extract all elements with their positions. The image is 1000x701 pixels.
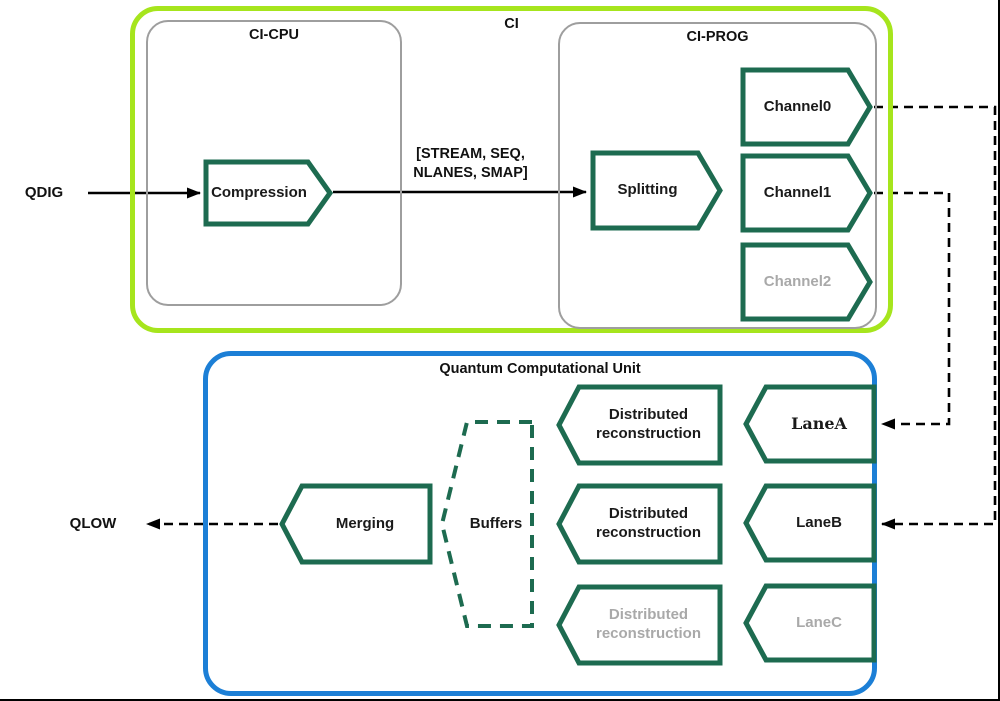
merging-node-label: Merging (335, 514, 395, 532)
laneC-node: LaneC (743, 583, 877, 663)
merging-node: Merging (279, 483, 433, 565)
ci-cpu-group-title: CI-CPU (249, 27, 299, 43)
chevron-left-shape (556, 384, 723, 466)
channel2-node-label: Channel2 (763, 272, 832, 290)
ci-group-box: CI (130, 6, 893, 333)
distributed-reconstruction-1-label: Distributed reconstruction (595, 406, 701, 442)
buffers-node-label: Buffers (469, 514, 523, 532)
chevron-left-shape (556, 584, 723, 666)
ci-group-title: CI (504, 16, 519, 32)
splitting-node-label: Splitting (617, 181, 678, 199)
distributed-reconstruction-1-node: Distributed reconstruction (556, 384, 723, 466)
dashed-buffer-shape (439, 420, 534, 628)
channel2-node: Channel2 (740, 242, 873, 322)
laneB-node-label: LaneB (796, 513, 842, 531)
ci-prog-group-box: CI-PROG (558, 22, 877, 329)
pentagon-right-shape (203, 159, 333, 227)
chevron-left-shape (279, 483, 433, 565)
distributed-reconstruction-3-label: Distributed reconstruction (595, 606, 701, 642)
channel1-node-label: Channel1 (763, 183, 832, 201)
laneA-node: LaneA (743, 384, 877, 464)
chevron-left-shape (743, 384, 877, 464)
buffers-node: Buffers (438, 418, 536, 630)
distributed-reconstruction-2-node: Distributed reconstruction (556, 483, 723, 565)
pentagon-right-shape (590, 150, 723, 231)
channel1-node: Channel1 (740, 153, 873, 233)
pentagon-right-shape (740, 242, 873, 322)
chevron-left-shape (556, 483, 723, 565)
pentagon-right-shape (740, 153, 873, 233)
ci-prog-group-title: CI-PROG (686, 29, 749, 45)
qlow-label: QLOW (69, 515, 117, 532)
ci-cpu-group-box: CI-CPU (146, 20, 402, 306)
compression-node: Compression (203, 159, 333, 227)
channel0-node-label: Channel0 (763, 97, 832, 115)
stream-params-edge-label: [STREAM, SEQ, NLANES, SMAP] (413, 146, 528, 181)
distributed-reconstruction-2-label: Distributed reconstruction (595, 505, 701, 541)
channel0-node: Channel0 (740, 67, 873, 147)
laneB-node: LaneB (743, 483, 877, 563)
laneC-node-label: LaneC (796, 613, 842, 631)
laneA-node-label: LaneA (791, 414, 847, 433)
compression-node-label: Compression (211, 183, 307, 201)
chevron-left-shape (743, 483, 877, 563)
qdig-label: QDIG (24, 184, 64, 201)
qcu-group-title: Quantum Computational Unit (439, 361, 641, 377)
pentagon-right-shape (740, 67, 873, 147)
splitting-node: Splitting (590, 150, 723, 231)
chevron-left-shape (743, 583, 877, 663)
distributed-reconstruction-3-node: Distributed reconstruction (556, 584, 723, 666)
